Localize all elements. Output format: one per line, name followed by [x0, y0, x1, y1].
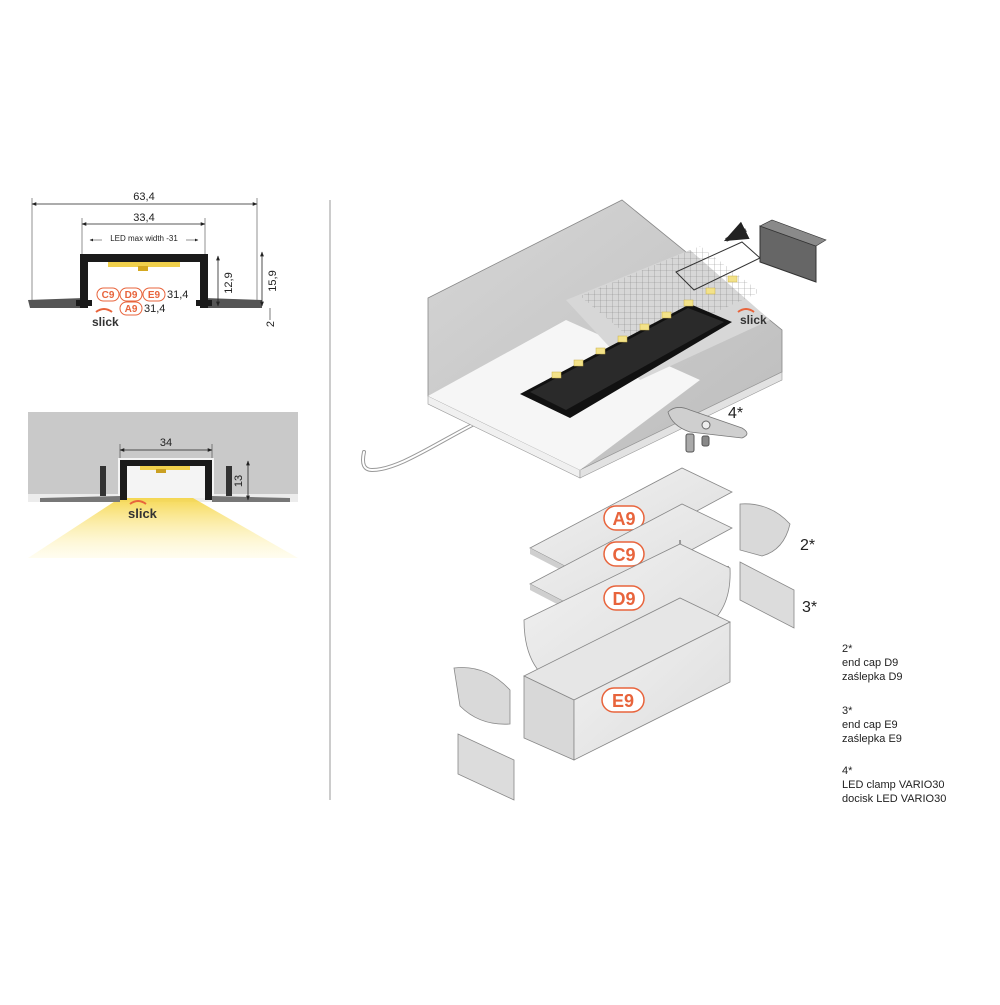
exploded-view: slick 4* A9 C9 D9	[361, 199, 827, 801]
badge-a9: A9	[119, 301, 143, 316]
svg-text:E9: E9	[148, 290, 161, 301]
end-cap-e9-left	[457, 733, 515, 801]
wall-left	[28, 298, 84, 308]
dim-total-height: 15,9	[267, 270, 279, 291]
svg-text:C9: C9	[102, 290, 115, 301]
end-cap-d9-right	[739, 503, 791, 557]
svg-text:A9: A9	[125, 304, 138, 315]
svg-text:E9: E9	[612, 691, 634, 711]
installed-profile	[120, 460, 212, 500]
profile-body	[80, 254, 208, 308]
svg-text:D9: D9	[612, 589, 635, 609]
dim-flange: 2	[265, 321, 277, 327]
cover-e9: E9	[523, 597, 731, 761]
slick-logo: slick	[92, 315, 119, 329]
insert-arrow	[723, 221, 750, 242]
end-cap-d9-left	[453, 667, 511, 725]
install-slick-logo: slick	[128, 506, 158, 521]
svg-text:D9: D9	[125, 290, 138, 301]
cover-height-a: 31,4	[167, 289, 188, 301]
slick-logo-arc	[95, 308, 113, 313]
wall-right	[204, 298, 262, 308]
cover-height-b: 31,4	[144, 303, 165, 315]
note-end-cap-d9: 2* end cap D9 zaślepka D9	[842, 643, 903, 683]
installed-view: 34 13 slick	[28, 412, 298, 558]
install-dim-width: 34	[160, 437, 172, 449]
clamp-screw	[685, 433, 695, 453]
note-end-cap-e9: 3* end cap E9 zaślepka E9	[842, 705, 902, 745]
install-dim-height: 13	[233, 475, 245, 487]
dim-inner-width: 33,4	[133, 212, 154, 224]
dim-total-width: 63,4	[133, 191, 154, 203]
marker-4: 4*	[728, 405, 743, 422]
cross-section-drawing: 63,4 33,4 LED max width -31 12,9 15,9 2 …	[28, 191, 279, 329]
dim-height: 12,9	[223, 272, 235, 293]
svg-text:A9: A9	[612, 509, 635, 529]
badge-c9: C9	[96, 287, 120, 302]
exploded-slick-logo: slick	[740, 313, 767, 327]
note-led-clamp: 4* LED clamp VARIO30 docisk LED VARIO30	[842, 765, 947, 805]
light-beam	[28, 494, 298, 558]
badge-e9: E9	[142, 287, 166, 302]
marker-2: 2*	[800, 537, 815, 554]
cover-a9: A9	[529, 467, 733, 580]
led-strip	[108, 262, 180, 267]
badge-d9: D9	[119, 287, 143, 302]
dim-led-max-width: LED max width -31	[110, 234, 178, 243]
end-cap-e9-right	[739, 561, 795, 629]
svg-text:C9: C9	[612, 545, 635, 565]
marker-3: 3*	[802, 599, 817, 616]
